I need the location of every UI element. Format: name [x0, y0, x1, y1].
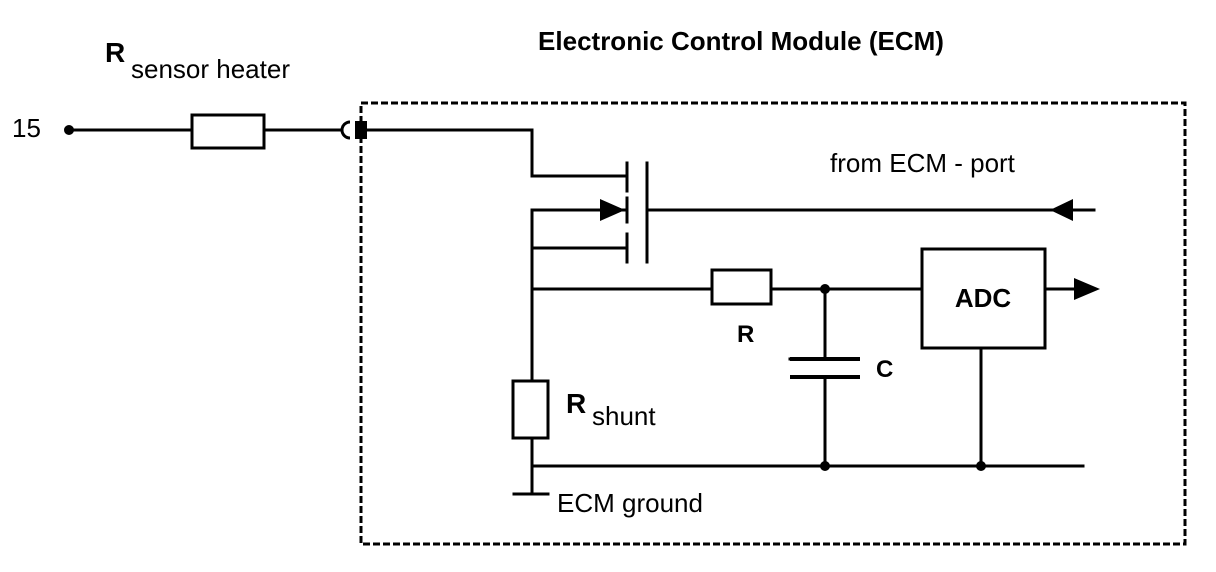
source-arrow-icon — [600, 199, 625, 221]
mosfet[interactable] — [625, 161, 649, 264]
filter-resistor-label: R — [737, 321, 754, 348]
ecm-boundary — [359, 101, 1187, 546]
ecm-title: Electronic Control Module (ECM) — [538, 26, 944, 56]
sensor-heater-resistor-label: R sensor heater — [105, 37, 290, 84]
adc-block[interactable] — [920, 247, 1047, 350]
svg-text:sensor heater: sensor heater — [131, 54, 290, 84]
terminal-15-label: 15 — [12, 113, 41, 143]
shunt-resistor[interactable] — [511, 379, 550, 440]
adc-label: ADC — [955, 283, 1012, 313]
filter-resistor[interactable] — [710, 268, 773, 306]
shunt-resistor-label: R shunt — [566, 388, 656, 431]
filter-capacitor-label: C — [876, 356, 893, 383]
svg-text:R: R — [566, 388, 586, 419]
wire-drain — [365, 128, 629, 178]
node-adc-ground — [976, 461, 986, 471]
svg-text:R: R — [105, 37, 125, 68]
ground-label: ECM ground — [557, 488, 703, 518]
port-input-label: from ECM - port — [830, 148, 1016, 178]
gate-input-arrow-icon — [1050, 199, 1073, 221]
connector-socket-icon — [340, 120, 351, 140]
sensor-heater-resistor[interactable] — [190, 113, 266, 150]
svg-text:shunt: shunt — [592, 401, 656, 431]
filter-capacitor[interactable] — [788, 357, 860, 379]
node-cap-ground — [820, 461, 830, 471]
connector-pin-icon — [355, 121, 367, 139]
adc-output-arrow-icon — [1074, 278, 1100, 300]
